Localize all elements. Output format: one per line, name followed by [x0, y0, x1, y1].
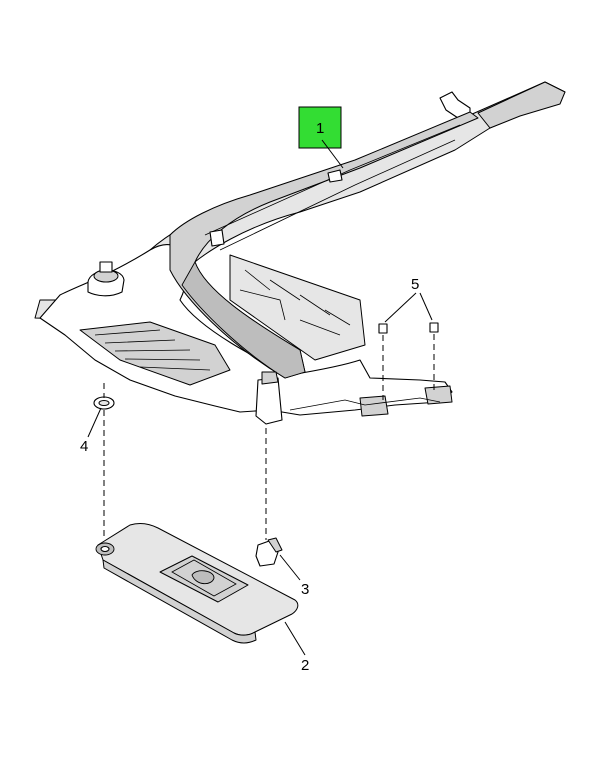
retainer-clip[interactable] — [255, 428, 283, 567]
callout-5-label: 5 — [411, 276, 419, 293]
callout-5-leader-left — [384, 292, 417, 323]
callout-2-leader — [284, 621, 306, 656]
callout-1[interactable]: 1 — [298, 106, 344, 169]
main-trim-panel[interactable] — [34, 81, 566, 425]
callout-3[interactable]: 3 — [279, 554, 309, 598]
callout-4[interactable]: 4 — [80, 407, 102, 455]
stud-fasteners[interactable] — [378, 322, 439, 400]
callout-3-leader — [279, 554, 301, 581]
callout-1-label: 1 — [316, 120, 324, 137]
callout-2[interactable]: 2 — [284, 621, 309, 674]
washer[interactable] — [93, 383, 115, 540]
callout-1-highlight — [298, 106, 342, 149]
callout-2-label: 2 — [301, 657, 309, 674]
lower-cover-panel[interactable] — [95, 523, 299, 644]
callout-5-leader-right — [419, 292, 433, 321]
callout-4-label: 4 — [80, 438, 88, 455]
callout-1-leader — [321, 139, 344, 169]
callout-3-label: 3 — [301, 581, 309, 598]
callout-5[interactable]: 5 — [384, 276, 433, 323]
callout-4-leader — [87, 407, 102, 438]
